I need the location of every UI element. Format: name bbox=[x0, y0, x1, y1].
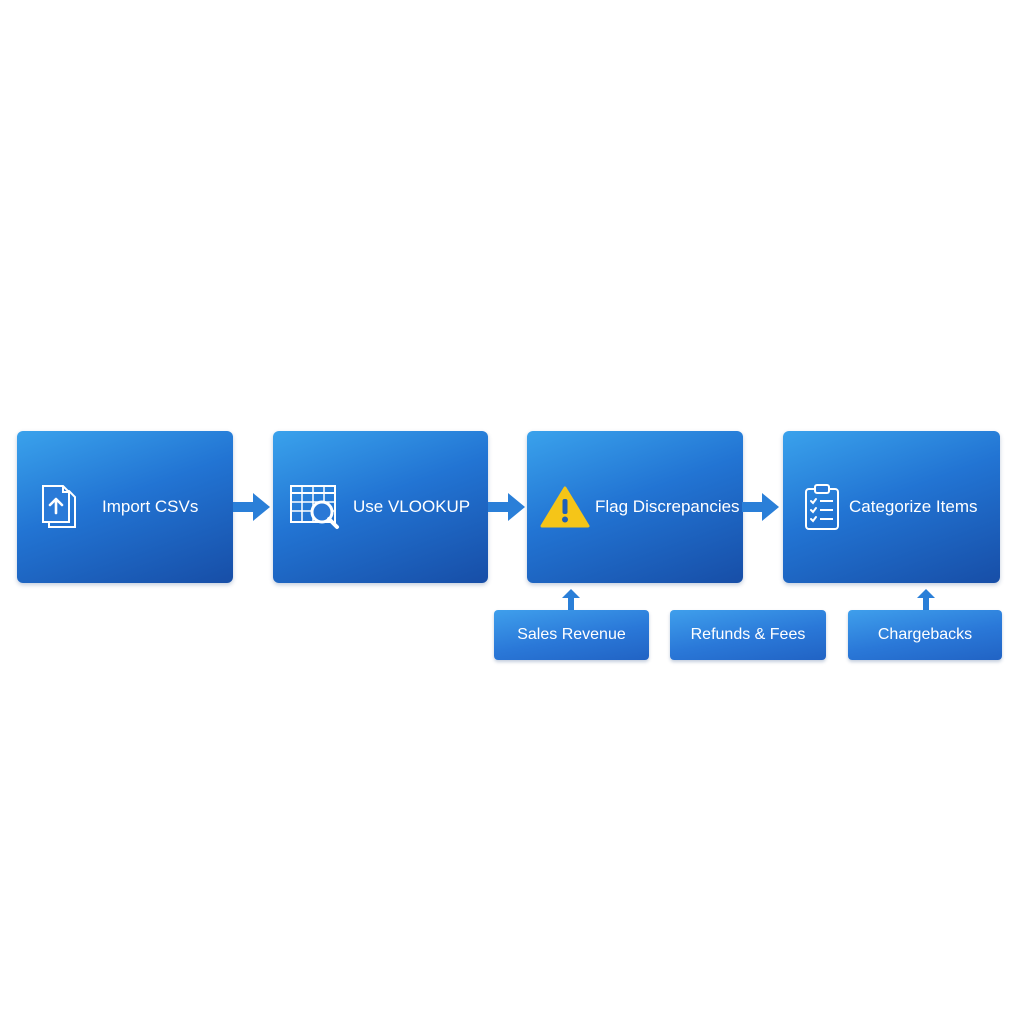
clipboard-checklist-icon bbox=[803, 483, 841, 531]
arrow-right-icon bbox=[742, 493, 779, 521]
step-import-csvs: Import CSVs bbox=[17, 431, 233, 583]
arrow-up-icon bbox=[562, 589, 580, 611]
step-categorize-items: Categorize Items bbox=[783, 431, 1000, 583]
sub-item-sales-revenue: Sales Revenue bbox=[494, 610, 649, 660]
spreadsheet-search-icon bbox=[289, 484, 341, 530]
step-label: Flag Discrepancies bbox=[595, 497, 740, 516]
step-label: Categorize Items bbox=[849, 497, 978, 516]
step-label: Import CSVs bbox=[102, 497, 199, 516]
file-upload-icon bbox=[39, 483, 79, 531]
step-flag-discrepancies: Flag Discrepancies bbox=[527, 431, 743, 583]
arrow-up-icon bbox=[917, 589, 935, 611]
step-use-vlookup: Use VLOOKUP bbox=[273, 431, 488, 583]
arrow-right-icon bbox=[488, 493, 525, 521]
sub-item-refunds-fees: Refunds & Fees bbox=[670, 610, 826, 660]
sub-item-chargebacks: Chargebacks bbox=[848, 610, 1002, 660]
step-label: Use VLOOKUP bbox=[353, 497, 471, 516]
warning-icon bbox=[540, 485, 590, 529]
arrow-right-icon bbox=[233, 493, 270, 521]
